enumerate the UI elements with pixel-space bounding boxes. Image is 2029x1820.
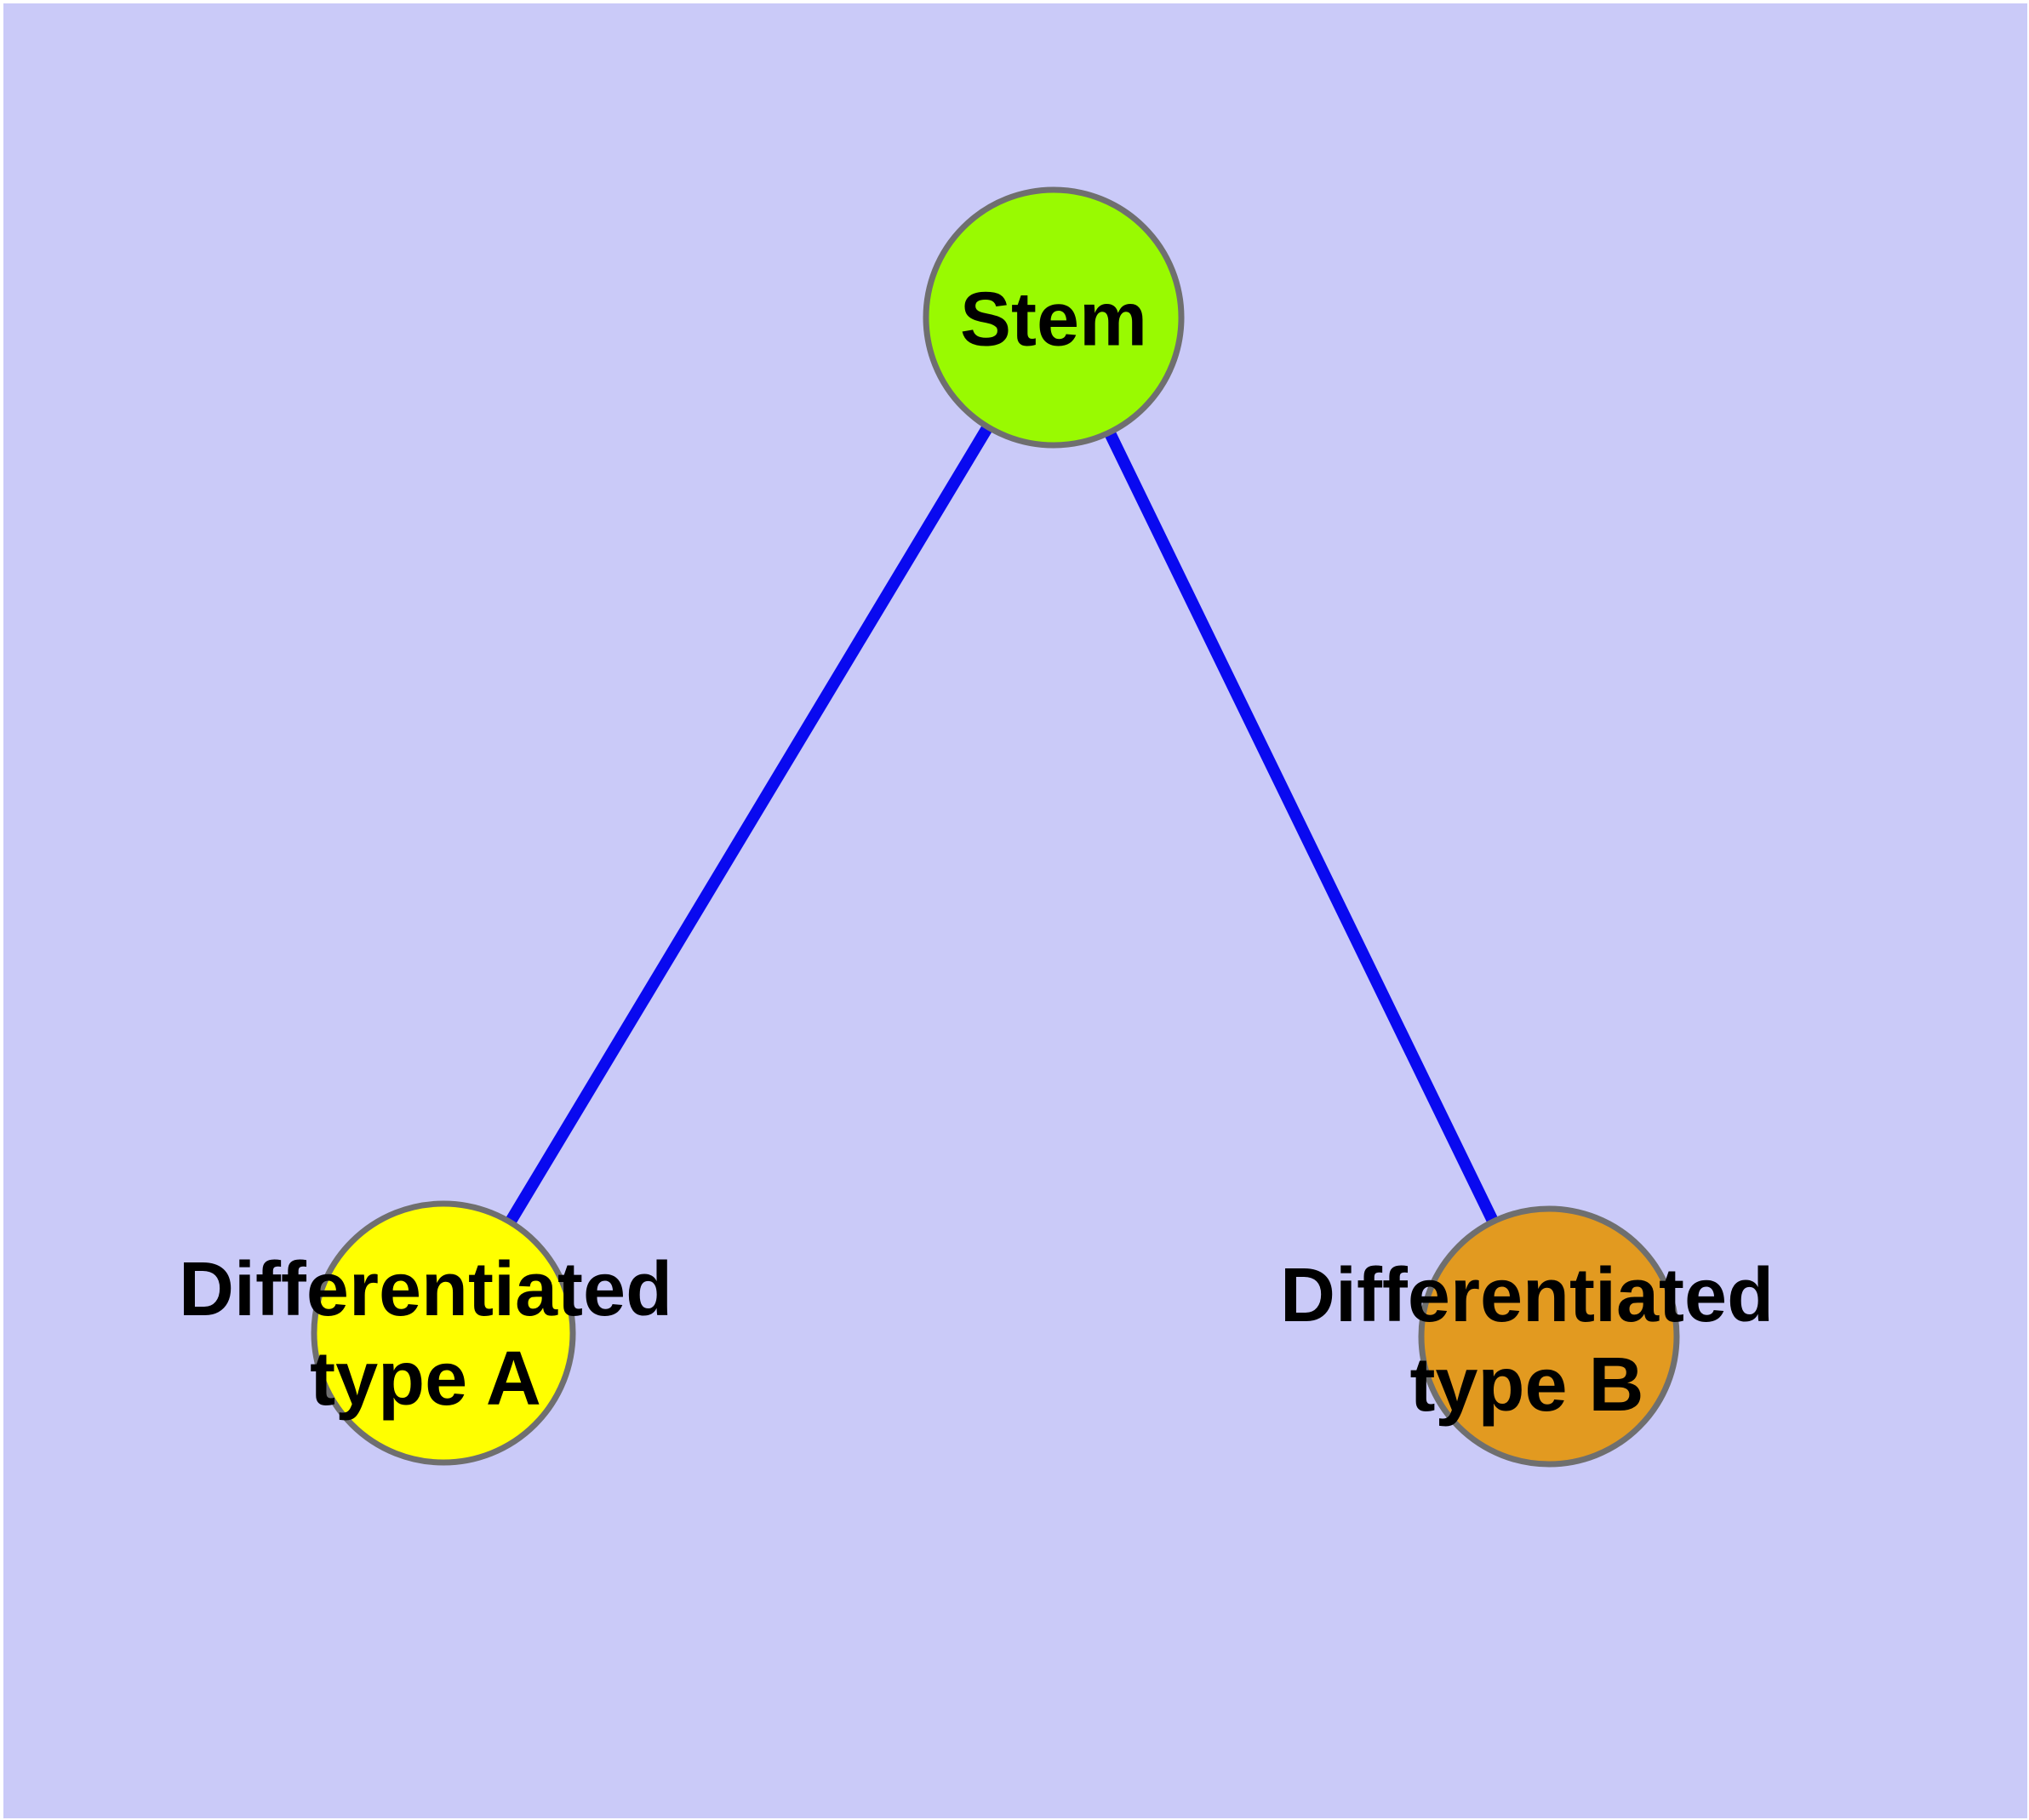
edge-stem-to-type-a bbox=[438, 314, 1059, 1336]
node-label-differentiated-type-a: Differentiated type A bbox=[179, 1245, 672, 1424]
node-stem bbox=[923, 186, 1185, 449]
edge-stem-to-type-b bbox=[1048, 314, 1555, 1340]
label-line-2: type B bbox=[1409, 1342, 1644, 1428]
node-label-stem: Stem bbox=[959, 277, 1148, 363]
node-differentiated-type-a bbox=[311, 1200, 576, 1466]
label-line-1: Differentiated bbox=[178, 1247, 673, 1332]
label-line-1: Differentiated bbox=[1279, 1253, 1775, 1338]
label-line-2: type A bbox=[310, 1336, 541, 1422]
node-differentiated-type-b bbox=[1418, 1205, 1680, 1468]
node-label-differentiated-type-b: Differentiated type B bbox=[1280, 1251, 1774, 1430]
